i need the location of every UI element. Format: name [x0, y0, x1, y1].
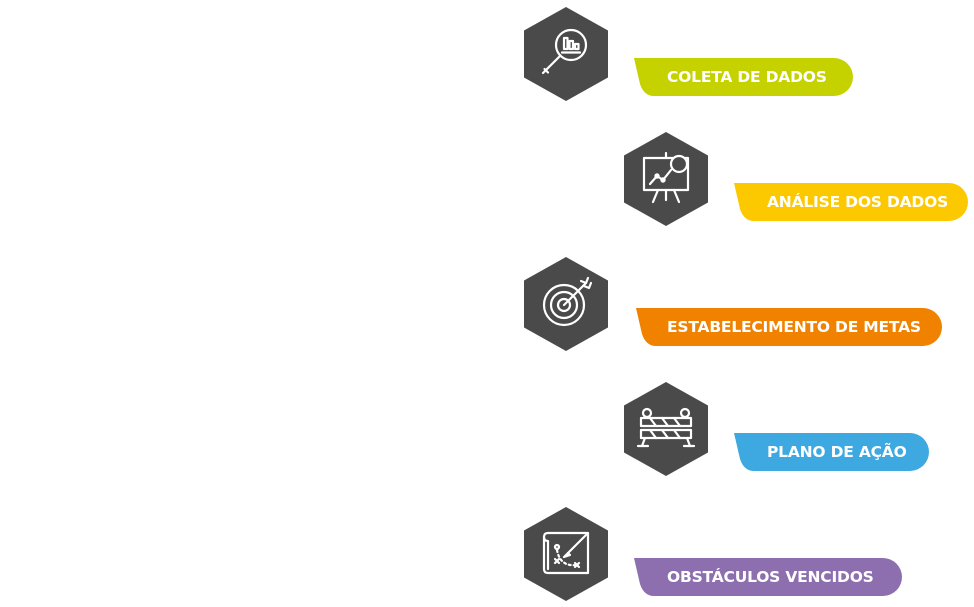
badge-shape: [734, 433, 929, 471]
road-barrier-icon: [624, 382, 708, 476]
step-coleta-de-dados: COLETA DE DADOS: [0, 7, 974, 107]
step-hexagon: [524, 7, 608, 101]
target-arrow-icon: [524, 257, 608, 351]
step-label: ESTABELECIMENTO DE METAS: [667, 318, 921, 336]
badge-shape: [634, 558, 902, 596]
badge-shape: [636, 308, 942, 346]
step-label: OBSTÁCULOS VENCIDOS: [667, 568, 874, 586]
step-hexagon: [624, 382, 708, 476]
step-label-badge: PLANO DE AÇÃO: [734, 433, 929, 471]
step-label-badge: ESTABELECIMENTO DE METAS: [636, 308, 942, 346]
step-hexagon: [624, 132, 708, 226]
step-label-badge: COLETA DE DADOS: [634, 58, 853, 96]
step-label: COLETA DE DADOS: [667, 68, 827, 86]
step-hexagon: [524, 257, 608, 351]
badge-shape: [634, 58, 853, 96]
step-label: ANÁLISE DOS DADOS: [767, 193, 949, 211]
step-analise-dos-dados: ANÁLISE DOS DADOS: [0, 132, 974, 232]
step-label-badge: ANÁLISE DOS DADOS: [734, 183, 968, 221]
step-label: PLANO DE AÇÃO: [767, 443, 907, 461]
presentation-board-icon: [624, 132, 708, 226]
step-estabelecimento-de-metas: ESTABELECIMENTO DE METAS: [0, 257, 974, 357]
magnifier-bar-chart-icon: [524, 7, 608, 101]
strategy-plan-icon: [524, 507, 608, 601]
badge-shape: [734, 183, 968, 221]
step-obstaculos-vencidos: OBSTÁCULOS VENCIDOS: [0, 507, 974, 607]
step-label-badge: OBSTÁCULOS VENCIDOS: [634, 558, 902, 596]
step-plano-de-acao: PLANO DE AÇÃO: [0, 382, 974, 482]
step-hexagon: [524, 507, 608, 601]
